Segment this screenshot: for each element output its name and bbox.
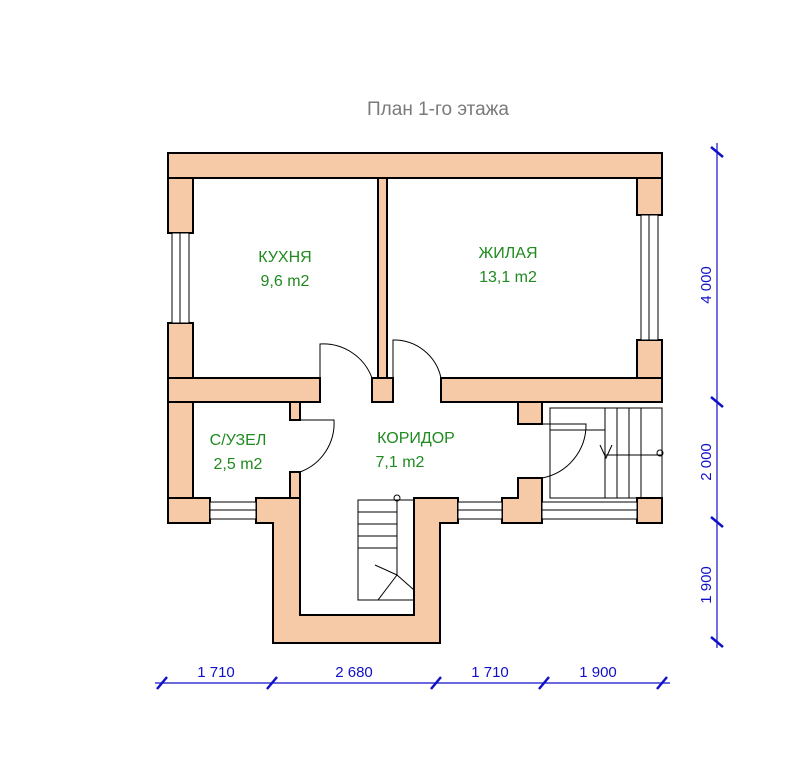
windows (171, 214, 659, 520)
door-kitchen (319, 343, 373, 379)
wall-partition-stub (371, 377, 394, 403)
plan-title: План 1-го этажа (367, 99, 509, 120)
room-bathroom-area: 2,5 m2 (214, 456, 263, 473)
room-corridor-area: 7,1 m2 (376, 454, 425, 471)
dimension-bottom-2: 2 680 (335, 664, 373, 681)
wall-bath-upper (289, 401, 301, 421)
wall-corridor-right-lower (501, 477, 543, 524)
room-bathroom-name: С/УЗЕЛ (210, 432, 267, 449)
wall-left-lower (167, 322, 194, 524)
wall-stair-pillar (636, 497, 663, 524)
room-corridor-name: КОРИДОР (377, 430, 455, 447)
wall-right-upper (636, 177, 663, 216)
wall-vestibule (255, 497, 459, 644)
door-bathroom (299, 419, 335, 473)
dimension-bottom-4: 1 900 (579, 664, 617, 681)
staircase-right (549, 407, 664, 499)
wall-top (167, 152, 663, 179)
room-living-name: ЖИЛАЯ (479, 245, 538, 262)
dimension-right-3: 1 900 (698, 566, 715, 604)
wall-partition-center (377, 177, 388, 379)
staircase-vestibule (357, 494, 415, 601)
wall-left-upper (167, 177, 194, 234)
wall-mid-left (167, 377, 321, 403)
door-living (392, 339, 442, 379)
wall-bottom-left (167, 497, 211, 524)
walls (167, 152, 663, 644)
doors (299, 339, 587, 479)
room-kitchen-area: 9,6 m2 (261, 273, 310, 290)
dimension-right-2: 2 000 (698, 443, 715, 481)
wall-corridor-right-upper (517, 401, 543, 425)
dimension-line-bottom: 1 710 2 680 1 710 1 900 (155, 664, 670, 690)
dimension-bottom-1: 1 710 (197, 664, 235, 681)
room-living-area: 13,1 m2 (479, 269, 537, 286)
wall-mid-right (440, 377, 663, 403)
door-stair (541, 423, 587, 479)
dimension-line-right: 4 000 2 000 1 900 (698, 143, 724, 648)
room-kitchen-name: КУХНЯ (258, 249, 311, 266)
dimension-right-1: 4 000 (698, 266, 715, 304)
dimension-bottom-3: 1 710 (471, 664, 509, 681)
